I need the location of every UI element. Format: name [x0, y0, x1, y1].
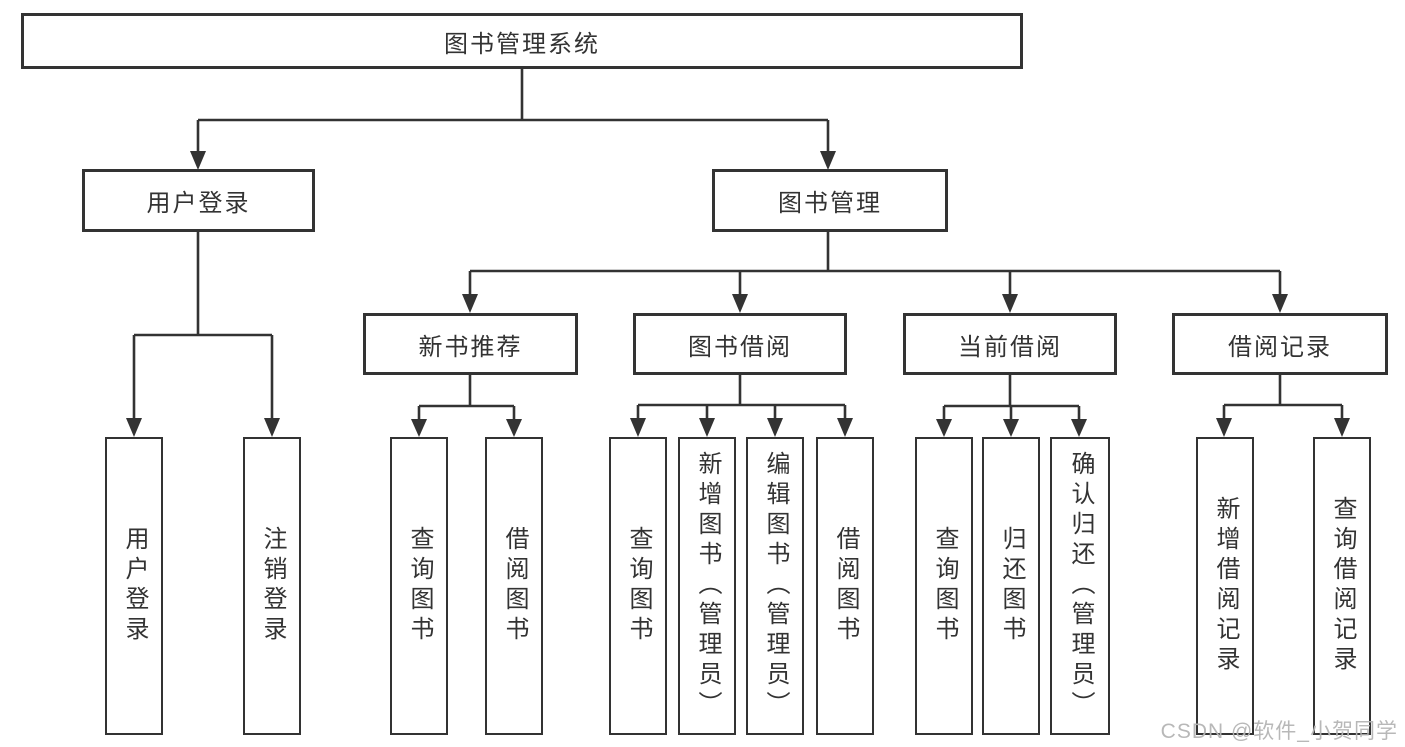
- node-borrow-records: 借阅记录: [1172, 313, 1388, 375]
- leaf-borrow-books-borrowing: 借阅图书: [816, 437, 874, 735]
- leaf-query-borrow-record: 查询借阅记录: [1313, 437, 1371, 735]
- leaf-label: 查询图书: [931, 526, 958, 646]
- leaf-label: 归还图书: [998, 526, 1025, 646]
- connector-book-borrowing-group: [630, 375, 853, 437]
- leaf-label: 查询图书: [406, 526, 433, 646]
- leaf-query-books-borrowing: 查询图书: [609, 437, 667, 735]
- leaf-add-borrow-record: 新增借阅记录: [1196, 437, 1254, 735]
- node-new-book-recommend: 新书推荐: [363, 313, 578, 375]
- node-label: 图书管理系统: [444, 30, 600, 58]
- leaf-label: 注销登录: [259, 526, 286, 646]
- leaf-query-books-current: 查询图书: [915, 437, 973, 735]
- node-library-system: 图书管理系统: [21, 13, 1023, 69]
- node-book-borrowing: 图书借阅: [633, 313, 847, 375]
- connector-current-borrowing-group: [936, 375, 1087, 437]
- leaf-confirm-return-admin: 确认归还（管理员）: [1050, 437, 1110, 735]
- connector-book-management-to-level3: [462, 232, 1288, 313]
- leaf-query-books-recommend: 查询图书: [390, 437, 448, 735]
- node-current-borrowing: 当前借阅: [903, 313, 1117, 375]
- leaf-user-login: 用户登录: [105, 437, 163, 735]
- leaf-borrow-books-recommend: 借阅图书: [485, 437, 543, 735]
- watermark-text: CSDN @软件_小贺同学: [1160, 720, 1398, 743]
- leaf-label: 新增图书（管理员）: [694, 451, 721, 721]
- connector-user-login-group: [126, 232, 280, 437]
- leaf-return-book: 归还图书: [982, 437, 1040, 735]
- node-book-management: 图书管理: [712, 169, 948, 232]
- leaf-logout: 注销登录: [243, 437, 301, 735]
- leaf-add-book-admin: 新增图书（管理员）: [678, 437, 736, 735]
- connector-new-book-recommend-group: [411, 375, 522, 437]
- node-label: 当前借阅: [958, 333, 1062, 361]
- connector-borrow-records-group: [1216, 375, 1350, 437]
- node-user-login: 用户登录: [82, 169, 315, 232]
- leaf-label: 新增借阅记录: [1212, 496, 1239, 676]
- leaf-label: 查询借阅记录: [1329, 496, 1356, 676]
- node-label: 新书推荐: [418, 333, 523, 361]
- leaf-label: 借阅图书: [501, 526, 528, 646]
- node-label: 图书借阅: [688, 333, 792, 361]
- node-label: 图书管理: [778, 190, 882, 217]
- connector-root-to-level2: [190, 69, 836, 170]
- leaf-label: 确认归还（管理员）: [1067, 451, 1094, 721]
- leaf-edit-book-admin: 编辑图书（管理员）: [746, 437, 804, 735]
- leaf-label: 查询图书: [625, 526, 652, 646]
- node-label: 用户登录: [146, 190, 251, 217]
- leaf-label: 借阅图书: [832, 526, 859, 646]
- leaf-label: 编辑图书（管理员）: [762, 451, 789, 721]
- node-label: 借阅记录: [1228, 333, 1332, 361]
- leaf-label: 用户登录: [121, 526, 148, 646]
